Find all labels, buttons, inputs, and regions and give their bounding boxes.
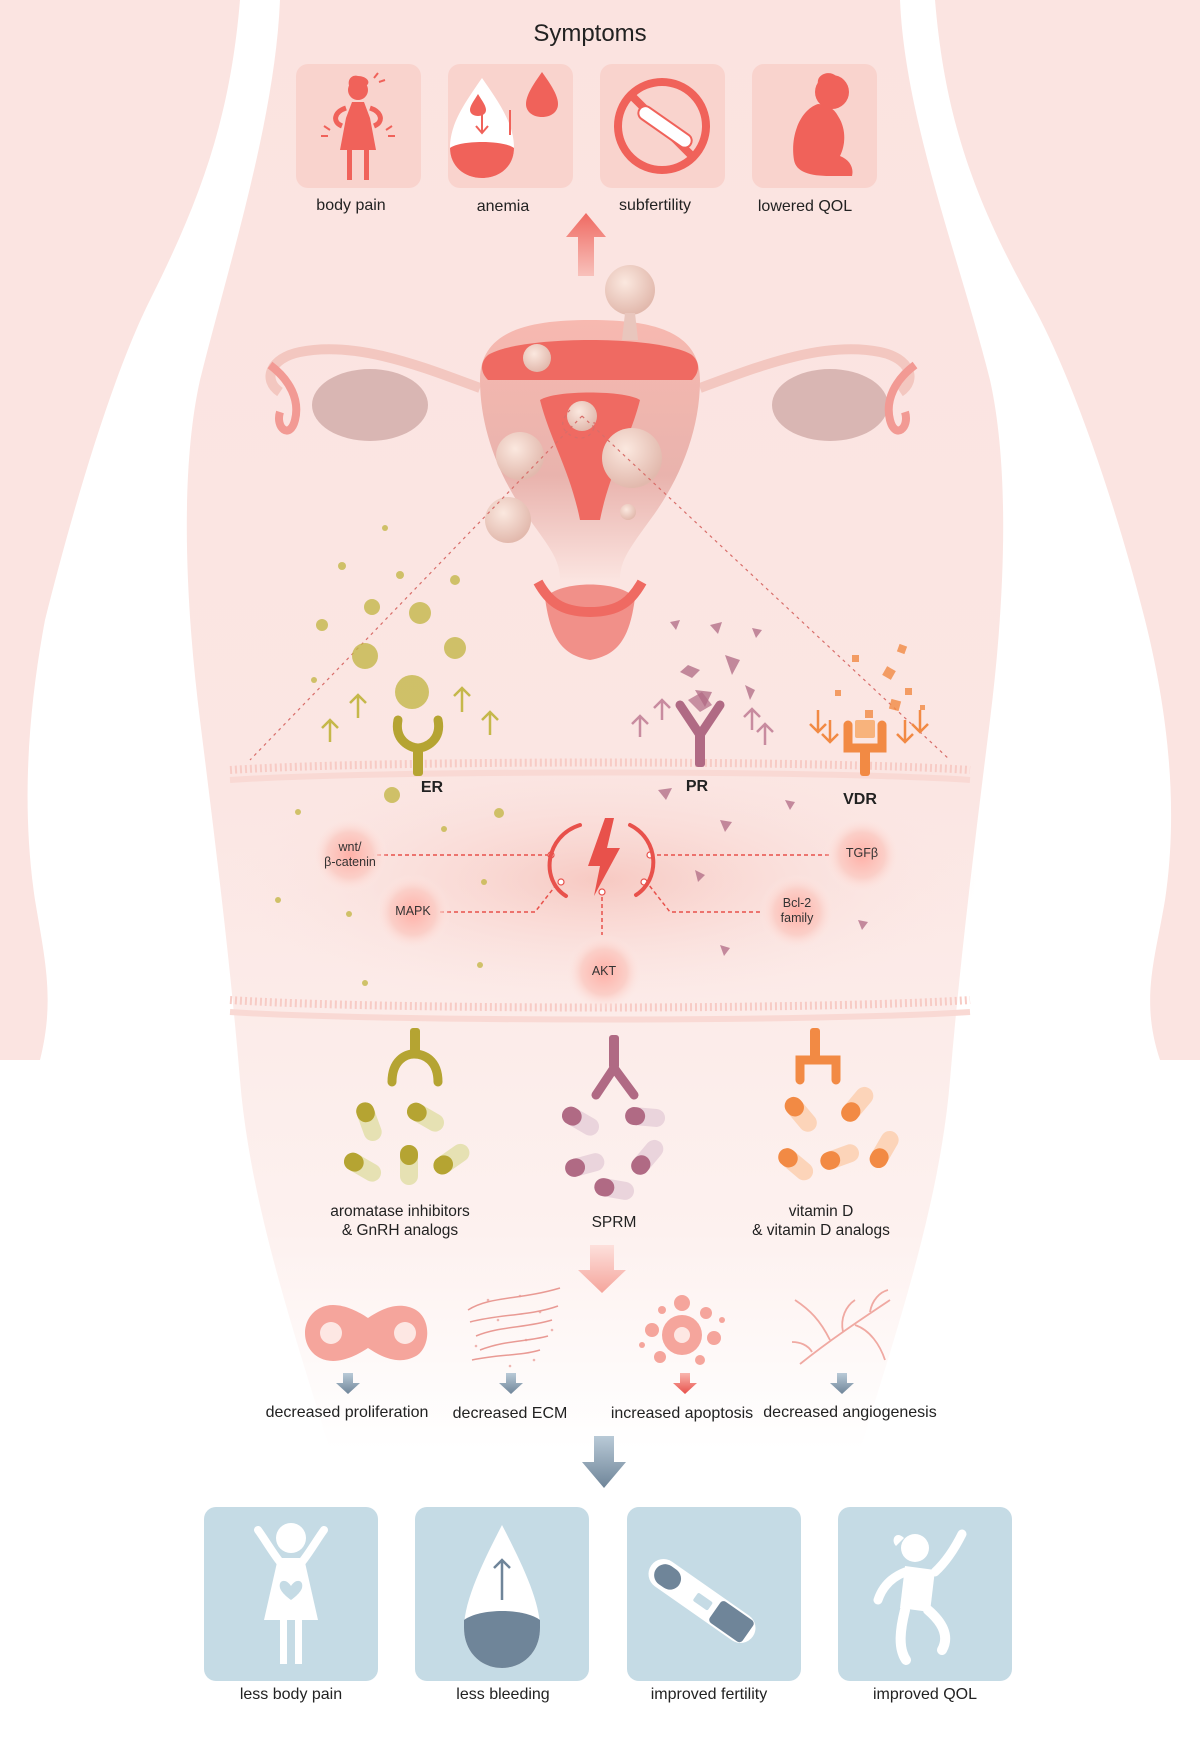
estrogen-molecules <box>275 525 504 986</box>
vitamin-d-molecules <box>835 643 925 718</box>
node-tgfb <box>824 817 900 893</box>
fibroid <box>523 344 551 372</box>
effect-arrow-down-icon <box>499 1373 523 1394</box>
fibroid <box>496 432 544 480</box>
receptor-label-vdr: VDR <box>843 791 877 808</box>
pregnancy-test-icon <box>648 1559 756 1643</box>
drug-label-vitamin-d: vitamin D & vitamin D analogs <box>752 1203 890 1239</box>
blood-vessels-icon <box>791 1289 891 1365</box>
effect-arrow-down-icon <box>830 1373 854 1394</box>
outcome-label-improved-fertility: improved fertility <box>650 1686 768 1703</box>
lightning-icon <box>547 823 656 898</box>
fibroid <box>485 497 531 543</box>
up-arrow-icon <box>566 213 606 276</box>
pills-vitamin-d <box>778 1086 899 1181</box>
blood-drop-icon <box>464 1525 540 1668</box>
uterus-illustration <box>265 265 918 660</box>
effect-arrow-down-icon <box>673 1373 697 1394</box>
blood-drop-icon <box>450 72 558 178</box>
sad-woman-icon <box>793 73 853 176</box>
receptor-label-er: ER <box>420 779 444 796</box>
happy-woman-icon <box>254 1523 328 1664</box>
pathway-label-bcl2: Bcl-2 family <box>780 896 814 925</box>
node-akt <box>566 934 642 1010</box>
receptor-label-pr: PR <box>685 778 709 795</box>
symptom-tiles <box>296 64 877 188</box>
er-arrows <box>321 686 499 742</box>
pathway-label-mapk: MAPK <box>395 904 431 918</box>
effect-label-apoptosis: increased apoptosis <box>610 1405 754 1422</box>
fibroid <box>602 428 662 488</box>
pills-sprm <box>561 1106 666 1200</box>
fibroid <box>605 265 655 315</box>
pathway-label-tgfb: TGFβ <box>845 846 879 860</box>
zoom-lines <box>249 409 951 761</box>
effect-label-angiogenesis: decreased angiogenesis <box>763 1404 937 1421</box>
body-silhouette <box>0 0 1200 1450</box>
node-bcl2 <box>759 874 835 950</box>
pr-receptor-icon <box>675 692 725 767</box>
er-receptor-icon <box>392 715 444 776</box>
symptom-label-body-pain: body pain <box>316 197 386 214</box>
node-wnt <box>312 817 388 893</box>
drug-label-aromatase: aromatase inhibitors & GnRH analogs <box>330 1203 470 1239</box>
drug-receptors <box>387 1028 841 1100</box>
outcome-label-less-body-pain: less body pain <box>239 1686 343 1703</box>
drug-label-sprm: SPRM <box>591 1214 637 1231</box>
ecm-fibers-icon <box>467 1287 561 1368</box>
proliferation-cell-icon <box>305 1305 428 1361</box>
no-pregnancy-test-icon <box>614 78 710 174</box>
symptom-label-lowered-qol: lowered QOL <box>757 198 853 215</box>
pathway-label-wnt: wnt/ β-catenin <box>324 840 376 869</box>
apoptosis-cell-icon <box>639 1295 725 1365</box>
effect-arrow-down-icon <box>336 1373 360 1394</box>
down-arrow-icon <box>582 1436 626 1488</box>
jumping-woman-icon <box>873 1529 967 1665</box>
outcome-label-less-bleeding: less bleeding <box>456 1686 550 1703</box>
outcome-label-improved-qol: improved QOL <box>872 1686 978 1703</box>
vdr-receptor-icon <box>843 720 887 776</box>
down-arrow-icon <box>578 1245 626 1293</box>
node-mapk <box>375 874 451 950</box>
signaling-network <box>370 818 830 935</box>
outcome-tiles <box>204 1507 1012 1681</box>
effect-label-ecm: decreased ECM <box>452 1405 568 1422</box>
symptom-label-anemia: anemia <box>476 198 530 215</box>
pills-aromatase <box>343 1102 470 1185</box>
pathway-label-akt: AKT <box>591 964 617 978</box>
woman-pain-icon <box>321 72 395 180</box>
fibroid <box>620 504 636 520</box>
symptom-label-subfertility: subfertility <box>618 197 692 214</box>
pathway-nodes <box>312 817 900 1010</box>
vdr-arrows <box>809 710 929 744</box>
effect-label-proliferation: decreased proliferation <box>265 1404 429 1421</box>
pr-arrows <box>631 698 774 745</box>
page-title: Symptoms <box>533 20 647 47</box>
